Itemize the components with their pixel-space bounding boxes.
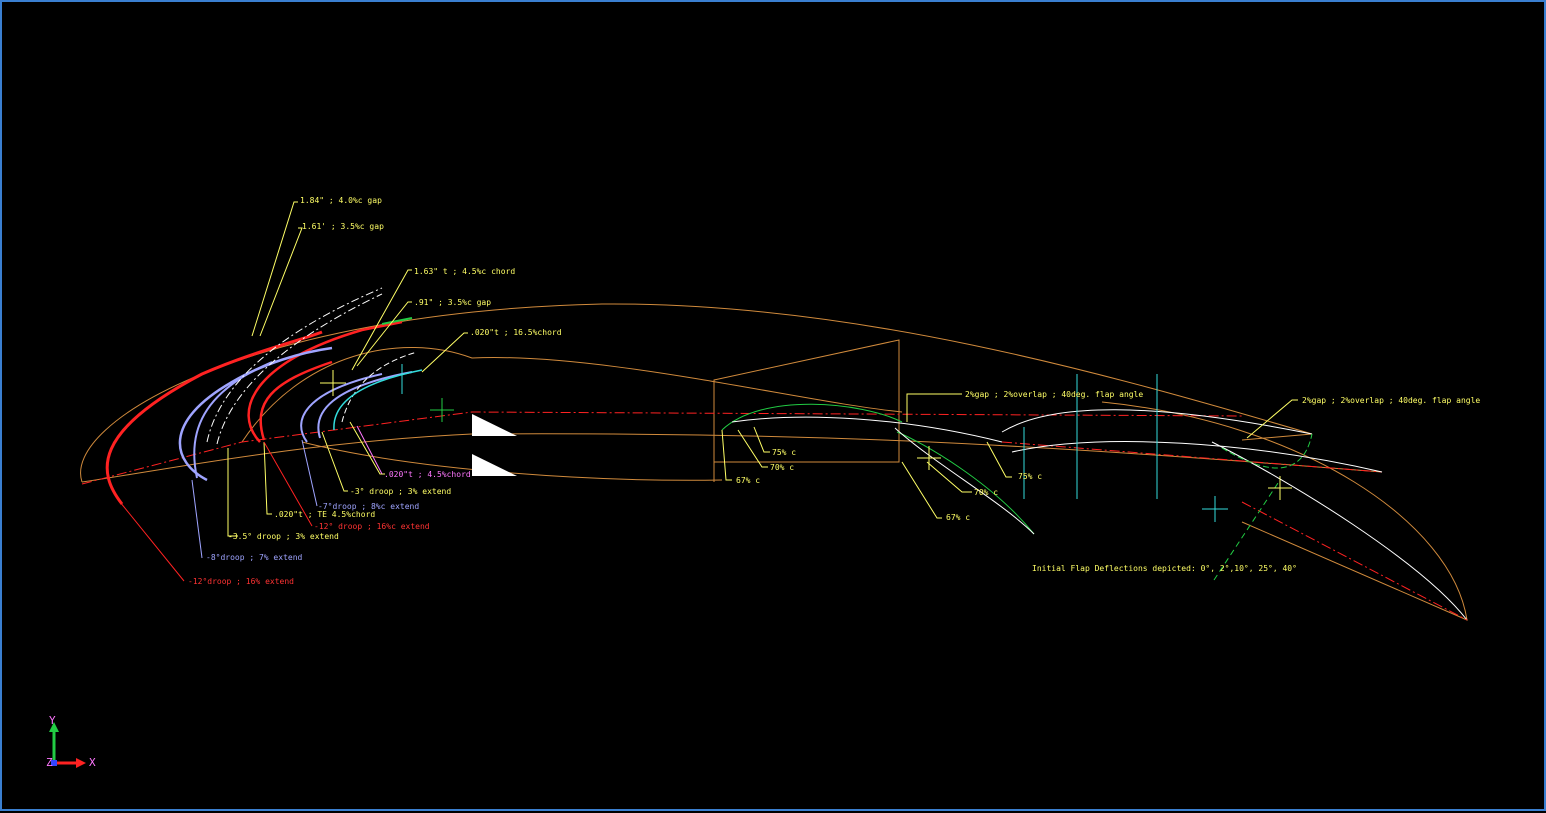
label-droop3: -3° droop ; 3% extend (350, 487, 452, 496)
label-c75b: 75% c (1018, 472, 1043, 481)
slat-red-2 (247, 320, 403, 443)
slat-blue-3 (300, 373, 383, 443)
slat-blue-1 (178, 346, 333, 482)
slat-cyan (333, 369, 423, 431)
label-c70a: 70% c (770, 463, 795, 472)
label-t-45: .020"t ; 4.5%chord (384, 470, 471, 479)
crosshair-2 (1268, 476, 1292, 500)
axis-triad-icon: Y Z X (42, 714, 112, 774)
leader-magenta (356, 425, 383, 475)
leader-red-2 (119, 501, 185, 582)
main-airfoil-lower (81, 433, 1383, 483)
chord-line (81, 411, 1243, 485)
label-gap-161: 1.61' ; 3.5%c gap (302, 222, 384, 231)
slat-blue-2 (193, 361, 273, 479)
axis-triad-graphic (49, 722, 86, 768)
deflected-flap-outline-2 (1211, 441, 1468, 621)
label-te45: .020"t ; TE 4.5%chord (274, 510, 376, 519)
leader-red-1 (263, 441, 313, 527)
deflected-flap-outline (1101, 401, 1468, 621)
label-c67b: 67% c (946, 513, 971, 522)
label-flap-right: 2%gap ; 2%overlap ; 40deg. flap angle (1302, 396, 1481, 405)
label-c70b: 70% c (974, 488, 999, 497)
axis-y-label: Y (49, 714, 56, 727)
crosshair-1 (320, 370, 346, 396)
flap-white-right-2 (1011, 441, 1383, 473)
label-c75a: 75% c (772, 448, 797, 457)
slat-green-tick (381, 317, 413, 325)
crosshair-3 (917, 446, 941, 470)
slat-white-dashed-3 (341, 351, 418, 423)
label-gap-184: 1.84" ; 4.0%c gap (300, 196, 382, 205)
wing-section-mid (241, 347, 903, 443)
flap-chord-line-2 (1241, 501, 1468, 621)
label-overlap-a: 1.63" t ; 4.5%c chord (414, 267, 516, 276)
flap-chord-line (1001, 441, 1383, 473)
wing-section-lower (301, 441, 723, 481)
flap-green-deflected (896, 431, 1035, 535)
label-flap-mid: 2%gap ; 2%overlap ; 40deg. flap angle (965, 390, 1144, 399)
label-droop35: -3.5° droop ; 3% extend (228, 532, 339, 541)
section-triangle-2 (472, 454, 517, 476)
leader-lines (227, 201, 1298, 537)
main-airfoil-outline (80, 303, 1313, 483)
slat-white-dashed-1 (206, 287, 383, 443)
leader-blue-2 (191, 479, 203, 559)
label-deflections: Initial Flap Deflections depicted: 0°, 2… (1032, 564, 1297, 573)
label-c67a: 67% c (736, 476, 761, 485)
label-droop12b: -12°droop ; 16% extend (188, 577, 294, 586)
axis-x-label: X (89, 756, 96, 769)
slat-red-1 (105, 330, 323, 505)
label-droop12: -12° droop ; 16%c extend (314, 522, 430, 531)
slat-blue-4 (317, 371, 413, 439)
leader-blue-1 (301, 439, 318, 507)
label-droop8: -8°droop ; 7% extend (206, 553, 303, 562)
label-gap-91: .91" ; 3.5%c gap (414, 298, 492, 307)
slat-red-3 (259, 360, 333, 441)
construction-box (713, 339, 900, 463)
flap-white-mid (731, 416, 1003, 443)
axis-z-label: Z (46, 756, 53, 769)
flap-green-mid (721, 403, 903, 431)
slat-white-dashed-2 (216, 293, 383, 445)
label-t-165: .020"t ; 16.5%chord (470, 328, 562, 337)
flap-white-deflected (894, 427, 1035, 535)
flap-white-right (1001, 409, 1313, 435)
label-droop7: -7°droop ; 8%c extend (318, 502, 420, 511)
section-triangle-1 (472, 414, 517, 436)
